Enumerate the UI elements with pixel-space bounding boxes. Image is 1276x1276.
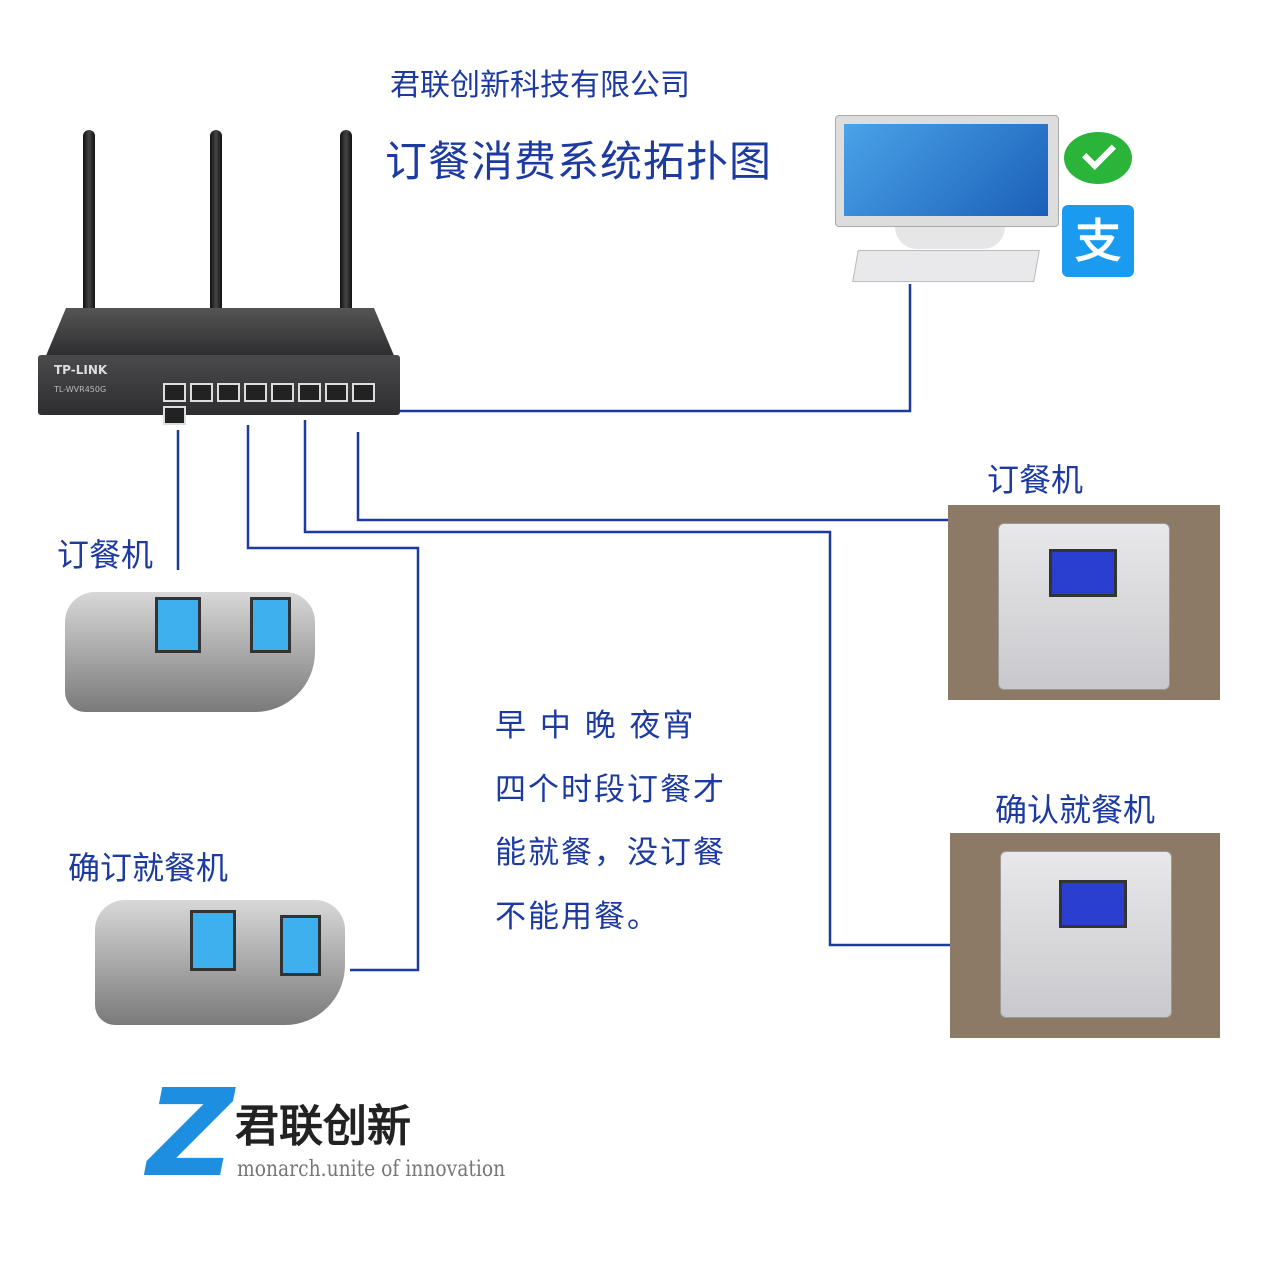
note-line: 不能用餐。 [495, 899, 660, 935]
ethernet-ports [163, 383, 400, 429]
page-title: 订餐消费系统拓扑图 [385, 137, 773, 186]
note-line: 早 中 晚 夜宵 [495, 708, 696, 744]
left-confirm-label: 确订就餐机 [68, 849, 229, 887]
computer-icon [835, 115, 1060, 285]
wechat-pay-icon [1062, 130, 1134, 190]
line-router-left-confirm [246, 425, 420, 972]
note-line: 四个时段订餐才 [495, 772, 726, 808]
router-brand: TP-LINK [54, 363, 108, 377]
line-router-pc [395, 284, 912, 413]
logo-mark: Z [147, 1065, 235, 1204]
antenna-icon [340, 130, 352, 330]
router-model: TL-WVR450G [54, 385, 107, 394]
logo-name: 君联创新 [235, 1101, 411, 1152]
line-router-right-order [356, 432, 948, 522]
line-router-right-confirm [303, 420, 950, 947]
router: TP-LINK TL-WVR450G [35, 130, 405, 425]
antenna-icon [83, 130, 95, 330]
logo-slogan: monarch.unite of innovation [237, 1157, 506, 1182]
antenna-icon [210, 130, 222, 320]
right-confirm-label: 确认就餐机 [995, 791, 1156, 829]
company-name: 君联创新科技有限公司 [390, 68, 690, 103]
wall-terminal-confirm [950, 833, 1220, 1038]
wall-terminal-order [948, 505, 1220, 700]
left-order-label: 订餐机 [57, 536, 154, 574]
right-order-label: 订餐机 [987, 461, 1084, 499]
pos-terminal-confirm [95, 895, 345, 1025]
company-logo: Z 君联创新 monarch.unite of innovation [145, 1075, 505, 1200]
note-line: 能就餐，没订餐 [495, 835, 726, 871]
pos-terminal-order [65, 582, 315, 712]
alipay-icon: 支 [1062, 205, 1134, 277]
